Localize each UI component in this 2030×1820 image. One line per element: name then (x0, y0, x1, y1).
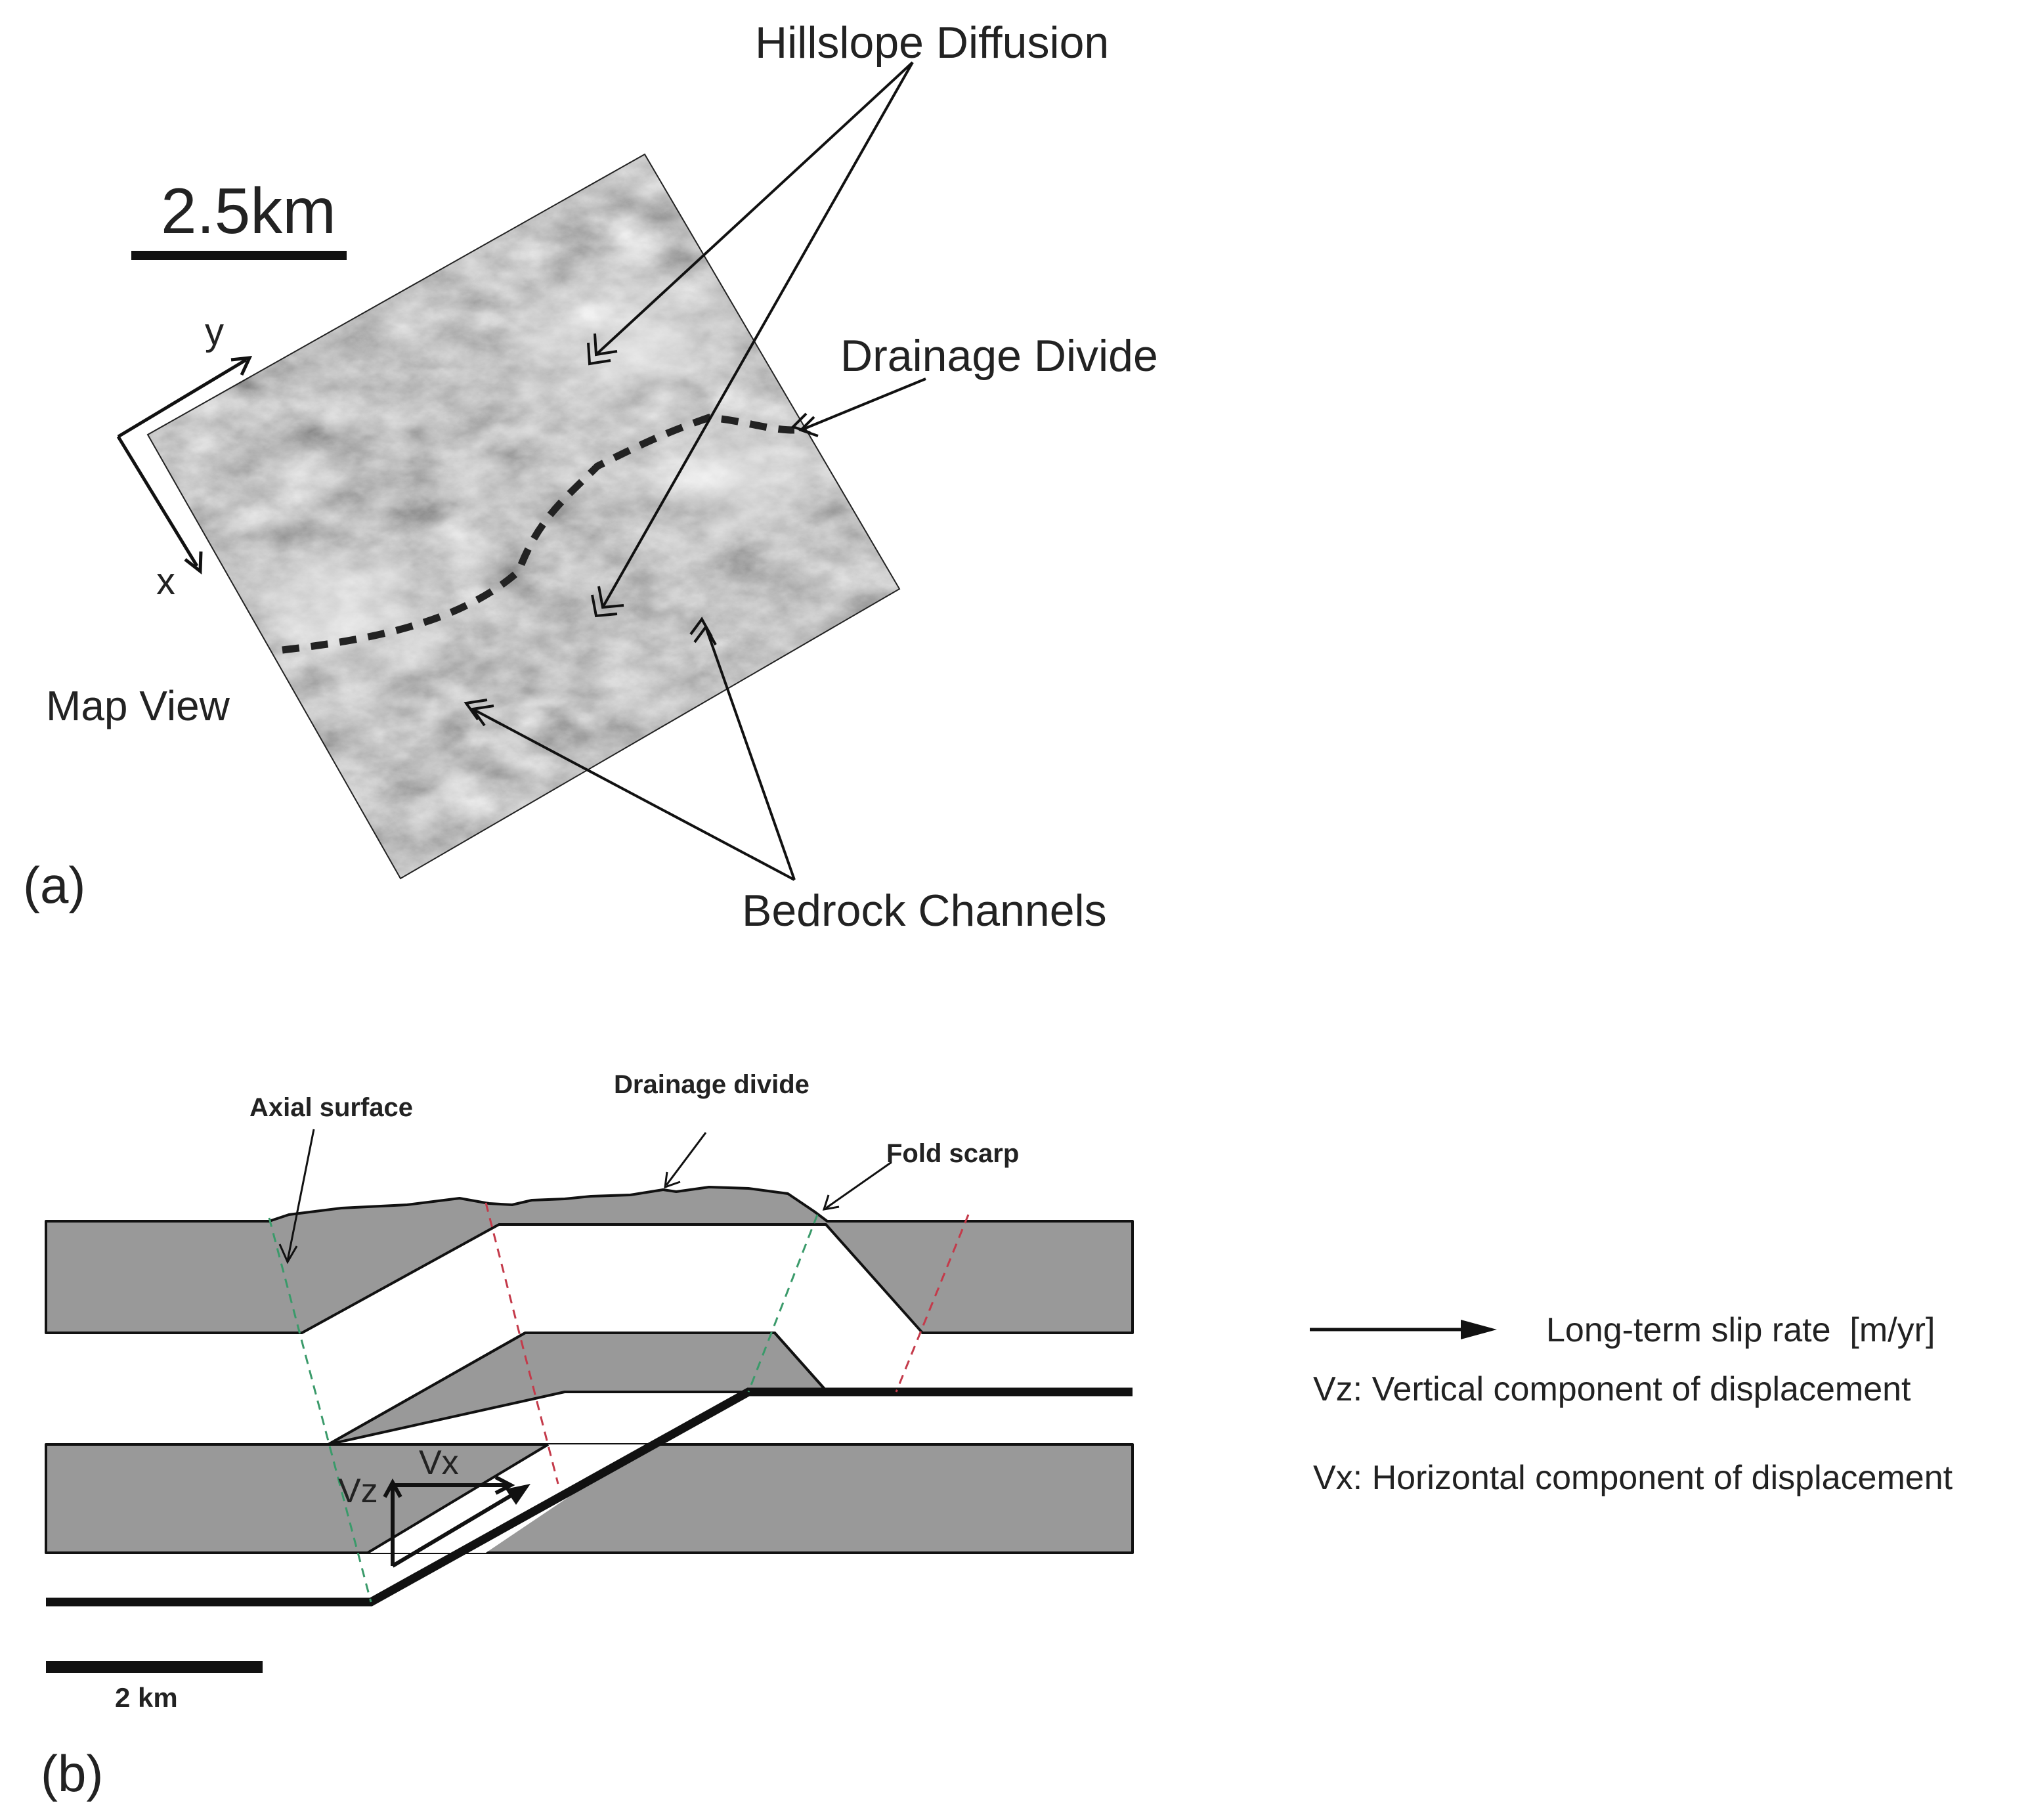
axial-surfaces (268, 1202, 970, 1603)
vz-label: Vz (338, 1472, 378, 1510)
fault-line (46, 1387, 1133, 1607)
terrain-map-border (146, 153, 901, 880)
legend-vx: Vx: Horizontal component of displacement (1313, 1459, 1953, 1497)
arrowheads-a (464, 333, 819, 727)
panel-b-label: (b) (41, 1744, 103, 1802)
axial-green-2 (747, 1214, 819, 1393)
annotation-arrows-a (472, 61, 926, 881)
axis-y-label: y (205, 311, 224, 353)
scale-bar-b (46, 1661, 263, 1673)
panel-b: Vz Vx Axial surface Drainage divide Fold… (41, 1070, 1953, 1802)
strata (45, 1186, 1134, 1554)
legend-slip-rate: Long-term slip rate [m/yr] (1546, 1311, 1935, 1349)
vx-label: Vx (419, 1444, 459, 1482)
displacement-vectors (383, 1475, 523, 1568)
annotation-arrows-b (278, 1129, 892, 1265)
legend-vz: Vz: Vertical component of displacement (1313, 1370, 1911, 1408)
legend-arrowhead (1461, 1320, 1497, 1339)
panel-a-label: (a) (23, 856, 85, 914)
axial-red-2 (895, 1214, 970, 1393)
drainage-divide-b-label: Drainage divide (614, 1070, 810, 1099)
axial-green-1 (268, 1217, 372, 1603)
axis-x-label: x (156, 560, 175, 603)
slip-arrowhead (506, 1484, 530, 1505)
stratum-lower (45, 1443, 1134, 1554)
drainage-divide-label: Drainage Divide (840, 331, 1158, 381)
middle-top-edge (328, 1332, 829, 1446)
map-view-label: Map View (46, 682, 230, 729)
scale-bar-label: 2.5km (161, 175, 336, 247)
drainage-divide-line (282, 414, 795, 654)
bedrock-channels-label: Bedrock Channels (742, 886, 1107, 936)
scale-bar-b-label: 2 km (115, 1682, 178, 1713)
scale-bar (131, 251, 347, 260)
axial-red-1 (485, 1202, 559, 1484)
panel-a: 2.5km y x Map View (a) (23, 18, 1158, 936)
legend: Long-term slip rate [m/yr] Vz: Vertical … (1310, 1311, 1953, 1497)
ramp-upper-edge (366, 1443, 550, 1554)
fold-scarp-label: Fold scarp (886, 1139, 1019, 1168)
slip-arrow (391, 1487, 523, 1568)
map-axes (116, 356, 253, 575)
axial-surface-label: Axial surface (249, 1093, 413, 1122)
stratum-top (45, 1186, 1134, 1334)
hillslope-diffusion-label: Hillslope Diffusion (755, 18, 1109, 68)
